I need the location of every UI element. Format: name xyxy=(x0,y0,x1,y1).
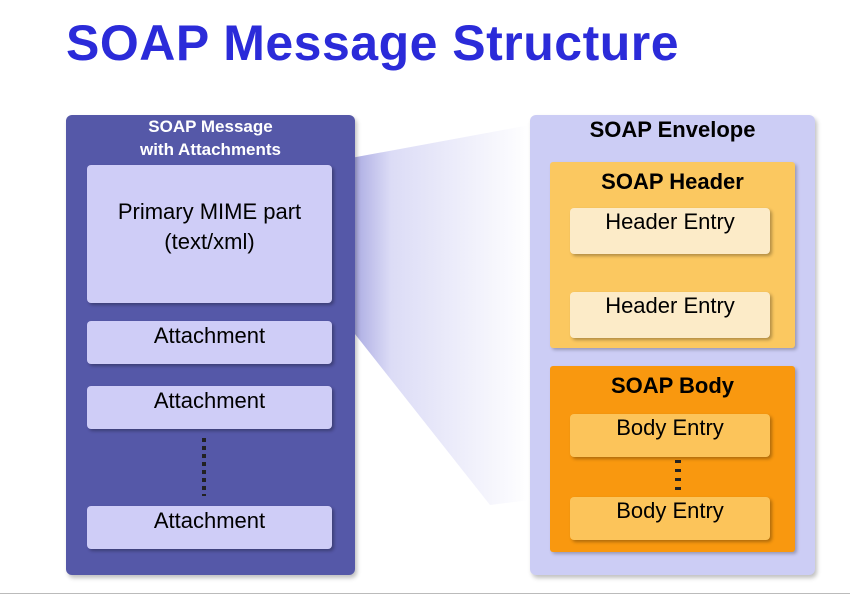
header-title: SOAP Header xyxy=(601,169,744,194)
header-entry: Header Entry xyxy=(570,292,770,338)
primary-mime-part: Primary MIME part (text/xml) xyxy=(87,165,332,303)
attachment: Attachment xyxy=(87,506,332,549)
left-title-line2: with Attachments xyxy=(139,140,282,159)
attachment: Attachment xyxy=(87,386,332,429)
attachment: Attachment xyxy=(87,321,332,364)
header-entry: Header Entry xyxy=(570,208,770,254)
divider xyxy=(0,593,850,594)
ellipsis-dots xyxy=(202,438,206,496)
primary-label: Primary MIME part xyxy=(117,199,302,224)
ellipsis-dots xyxy=(675,460,681,490)
body-entry: Body Entry xyxy=(570,497,770,540)
funnel-shape xyxy=(332,125,530,505)
left-title-line1: SOAP Message xyxy=(148,117,273,136)
left-panel-title: SOAP Message with Attachments xyxy=(66,115,355,161)
envelope-title: SOAP Envelope xyxy=(589,117,756,142)
primary-type: (text/xml) xyxy=(164,229,255,254)
page-title: SOAP Message Structure xyxy=(66,15,680,71)
body-entry: Body Entry xyxy=(570,414,770,457)
body-title: SOAP Body xyxy=(610,373,735,398)
